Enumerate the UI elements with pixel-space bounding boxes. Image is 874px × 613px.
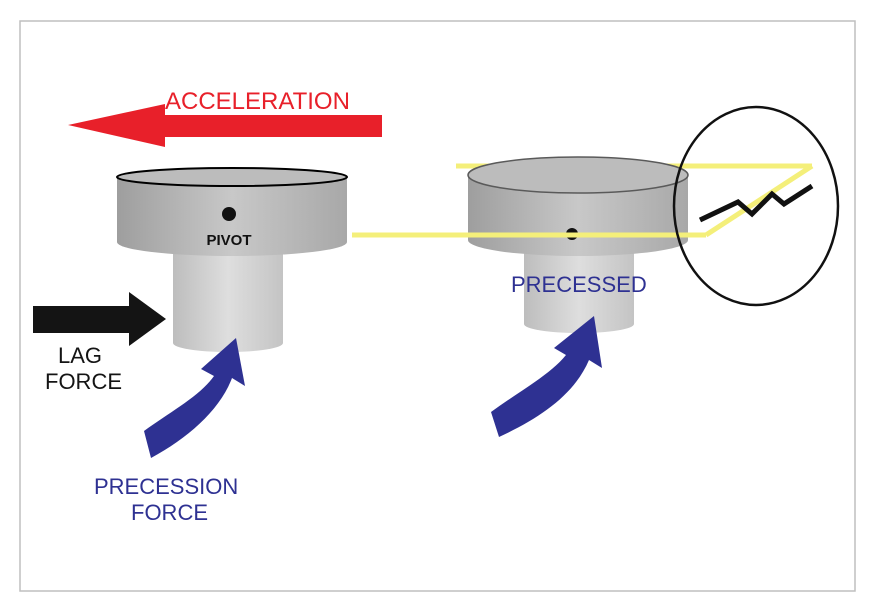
yellow-plane-side-edge	[704, 163, 814, 238]
precessed-label: PRECESSED	[511, 272, 647, 297]
left-shaft	[173, 250, 283, 352]
detail-circle	[672, 105, 840, 307]
curved-arrow-up-icon-right	[491, 316, 602, 437]
acceleration-label: ACCELERATION	[165, 88, 350, 115]
pivot-dot-icon	[222, 207, 236, 221]
right-shaft	[524, 250, 634, 333]
pivot-label: PIVOT	[206, 232, 251, 249]
arrow-right-icon	[33, 292, 166, 346]
precession-label-line2: FORCE	[131, 500, 208, 525]
lag-label-line1: LAG	[58, 343, 102, 368]
curved-arrow-up-icon	[144, 338, 245, 458]
right-cylinder-top	[467, 156, 689, 194]
arrow-left-icon	[68, 104, 382, 147]
lag-label-line2: FORCE	[45, 369, 122, 394]
precession-label-line1: PRECESSION	[94, 474, 238, 499]
zigzag-icon	[698, 183, 814, 223]
left-cylinder-top	[116, 167, 348, 187]
left-gyroscope: PIVOT	[116, 167, 348, 352]
